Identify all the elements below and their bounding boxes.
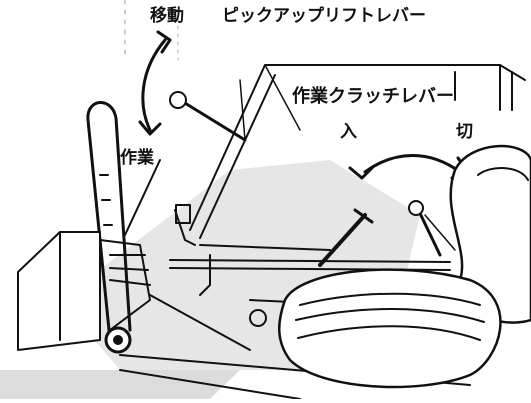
shift-lever xyxy=(318,213,367,267)
label-move: 移動 xyxy=(150,6,184,26)
label-pickup-lift-lever: ピックアップリフトレバー xyxy=(222,6,426,26)
seat-cushion xyxy=(278,268,502,389)
label-work-clutch-lever: 作業クラッチレバー xyxy=(292,86,454,107)
clutch-arrow xyxy=(363,154,462,174)
label-work: 作業 xyxy=(120,148,154,168)
label-engage: 入 xyxy=(340,122,357,142)
move-work-arrow xyxy=(141,38,167,132)
left-handle xyxy=(86,101,132,342)
label-disengage: 切 xyxy=(456,122,473,142)
pickup-lift-lever xyxy=(178,98,247,142)
